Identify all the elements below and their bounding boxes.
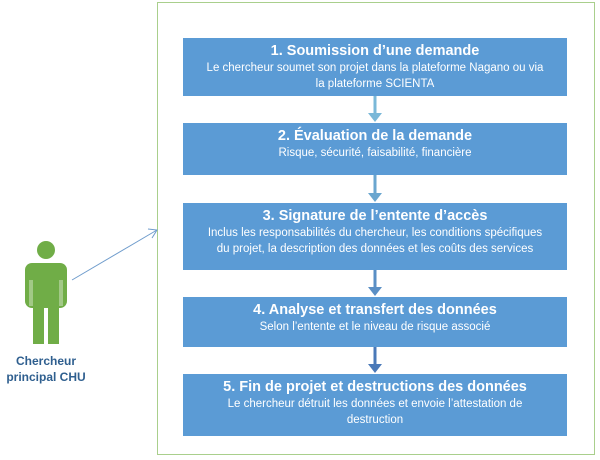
step-desc-line1: Inclus les responsabilités du chercheur,… (207, 227, 543, 239)
step-title: 1. Soumission d’une demande (270, 43, 480, 59)
step-desc-line1: Le chercheur détruit les données et envo… (227, 398, 523, 410)
step-title: 3. Signature de l’entente d’accès (262, 208, 488, 224)
arrow-2-3 (368, 175, 382, 202)
actor-association-arrow (71, 228, 158, 281)
step-5-end-of-project: 5. Fin de projet et destructions des don… (183, 374, 567, 436)
actor-label-line1: Chercheur (15, 354, 77, 368)
step-desc-line2: la plateforme SCIENTA (315, 78, 435, 90)
actor-label: Chercheur principal CHU (5, 353, 87, 385)
step-desc-line2: du projet, la description des données et… (216, 243, 534, 255)
step-desc-line2: destruction (346, 414, 404, 426)
step-title: 2. Évaluation de la demande (277, 128, 473, 144)
step-2-evaluation: 2. Évaluation de la demande Risque, sécu… (183, 123, 567, 175)
step-3-signature: 3. Signature de l’entente d’accès Inclus… (183, 203, 567, 270)
arrow-4-5 (368, 347, 382, 373)
step-1-submission: 1. Soumission d’une demande Le chercheur… (183, 38, 567, 96)
step-title: 4. Analyse et transfert des données (253, 302, 497, 318)
arrow-3-4 (368, 270, 382, 296)
arrow-1-2 (368, 96, 382, 122)
step-title: 5. Fin de projet et destructions des don… (223, 379, 527, 395)
step-desc-line1: Selon l’entente et le niveau de risque a… (259, 321, 491, 333)
step-desc-line1: Le chercheur soumet son projet dans la p… (206, 62, 544, 74)
step-4-analysis: 4. Analyse et transfert des données Selo… (183, 297, 567, 347)
step-desc-line1: Risque, sécurité, faisabilité, financièr… (278, 147, 472, 159)
actor-label-line2: principal CHU (6, 370, 86, 384)
researcher-actor-icon (25, 241, 67, 344)
